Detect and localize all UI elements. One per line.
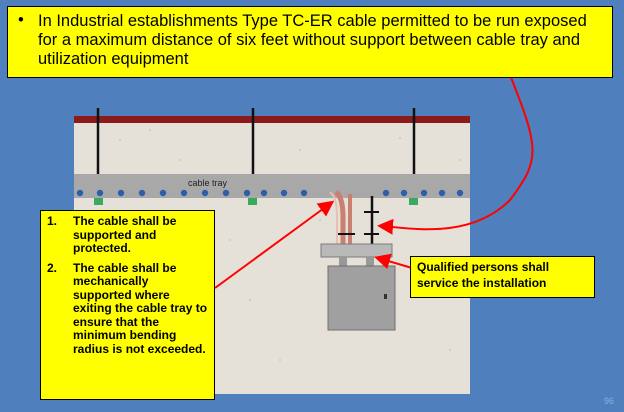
cable-tray bbox=[74, 174, 470, 198]
top-callout: • In Industrial establishments Type TC-E… bbox=[7, 6, 613, 78]
requirements-list: 1. The cable shall be supported and prot… bbox=[47, 214, 210, 357]
list-item-text: The cable shall be mechanically supporte… bbox=[73, 260, 208, 356]
list-item: 2. The cable shall be mechanically suppo… bbox=[47, 260, 210, 357]
slide-number: 96 bbox=[603, 396, 614, 406]
equipment-standoff-right bbox=[366, 257, 374, 267]
list-item-number: 2. bbox=[47, 260, 58, 275]
arrow-to-exposed-cable bbox=[377, 74, 534, 235]
equipment-mount-plate bbox=[320, 243, 393, 258]
list-item-text: The cable shall be supported and protect… bbox=[73, 214, 177, 255]
tray-clamp-right bbox=[409, 198, 418, 205]
bullet-point: • bbox=[18, 11, 24, 29]
right-callout-text: Qualified persons shall service the inst… bbox=[417, 260, 550, 290]
left-callout: 1. The cable shall be supported and prot… bbox=[40, 210, 215, 400]
cable-tray-label: cable tray bbox=[188, 178, 228, 188]
tray-conduits bbox=[76, 189, 464, 197]
list-item-number: 1. bbox=[47, 214, 58, 228]
right-callout: Qualified persons shall service the inst… bbox=[410, 256, 595, 298]
enclosure-latch bbox=[384, 294, 387, 299]
utilization-equipment-enclosure bbox=[327, 265, 396, 331]
arrow-to-cable-exit bbox=[214, 200, 335, 289]
equipment-standoff-left bbox=[339, 257, 347, 267]
tray-clamp-left bbox=[94, 198, 103, 205]
list-item: 1. The cable shall be supported and prot… bbox=[47, 214, 210, 256]
exiting-cable-highlight bbox=[329, 191, 338, 246]
tray-clamp-middle bbox=[248, 198, 257, 205]
exiting-cable bbox=[334, 190, 346, 246]
top-callout-text: In Industrial establishments Type TC-ER … bbox=[38, 12, 587, 68]
ceiling-beam bbox=[74, 116, 470, 123]
arrow-to-equipment bbox=[374, 253, 413, 270]
